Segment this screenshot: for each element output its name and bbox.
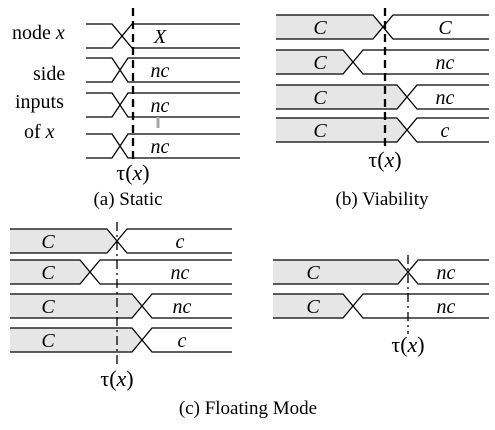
- row-c1-left-value: C: [41, 231, 55, 253]
- row-c6-shade: [273, 294, 353, 318]
- row-c6-right-value: nc: [437, 296, 456, 318]
- side-input-3-value: nc: [151, 136, 170, 158]
- row-c2-shade: [10, 260, 90, 284]
- side-label-line3: of x: [24, 121, 55, 143]
- node-x-value: X: [153, 26, 167, 48]
- caption-c: (c) Floating Mode: [179, 398, 317, 419]
- row-b4-waveform: [276, 117, 489, 143]
- side-input-2-value: nc: [151, 95, 170, 117]
- node-x-waveform: [86, 23, 240, 49]
- panel-b-viability: C C C C C nc nc c τ(x) (b) Viability: [276, 8, 489, 210]
- row-b2-left-value: C: [313, 52, 327, 74]
- tau-label: τ(x): [116, 160, 149, 185]
- row-c2-waveform: [10, 259, 232, 285]
- row-b3-waveform: [276, 84, 489, 110]
- side-label-line2: inputs: [15, 91, 64, 113]
- side-input-3-waveform: [86, 133, 240, 159]
- panel-c-right: C C nc nc τ(x): [273, 255, 489, 357]
- caption-a: (a) Static: [93, 189, 162, 210]
- row-c2-left-value: C: [41, 262, 55, 284]
- row-b1-shade: [276, 15, 383, 39]
- row-c2-right-value: nc: [171, 262, 190, 284]
- caption-b: (b) Viability: [336, 189, 429, 210]
- row-b2-waveform: [276, 49, 489, 75]
- row-c5-waveform: [273, 259, 489, 285]
- row-b1-left-value: C: [313, 17, 327, 39]
- row-b1-right-value: C: [438, 17, 452, 39]
- panel-c-left: C C C C c nc nc c τ(x): [10, 222, 232, 391]
- row-c1-right-value: c: [176, 231, 185, 253]
- side-input-2-waveform: [86, 92, 240, 118]
- row-b4-left-value: C: [313, 120, 327, 142]
- row-c3-waveform: [10, 293, 232, 319]
- side-input-1-waveform: [86, 57, 240, 83]
- tau-label: τ(x): [368, 147, 401, 172]
- row-b2-right-value: nc: [436, 52, 455, 74]
- row-c5-left-value: C: [306, 262, 320, 284]
- row-c3-shade: [10, 294, 142, 318]
- side-label-line1: side: [33, 63, 65, 85]
- row-c3-right-value: nc: [173, 296, 192, 318]
- row-b3-right-value: nc: [436, 87, 455, 109]
- row-b3-shade: [276, 85, 407, 109]
- row-c4-waveform: [10, 327, 232, 353]
- row-b4-right-value: c: [441, 120, 450, 142]
- tau-label: τ(x): [391, 332, 424, 357]
- row-c5-shade: [273, 260, 408, 284]
- side-input-1-value: nc: [151, 60, 170, 82]
- row-c4-left-value: C: [41, 330, 55, 352]
- row-c4-right-value: c: [178, 330, 187, 352]
- row-c4-shade: [10, 328, 142, 352]
- row-b2-shade: [276, 50, 353, 74]
- row-b4-shade: [276, 118, 407, 142]
- row-c3-left-value: C: [41, 296, 55, 318]
- panel-a-static: node x side inputs of x X nc nc nc τ(x) …: [12, 8, 240, 210]
- row-c6-left-value: C: [306, 296, 320, 318]
- row-b3-left-value: C: [313, 87, 327, 109]
- row-c5-right-value: nc: [437, 262, 456, 284]
- row-c1-shade: [10, 229, 117, 253]
- tau-label: τ(x): [100, 366, 133, 391]
- row-b1-waveform: [276, 14, 489, 40]
- row-c6-waveform: [273, 293, 489, 319]
- node-x-label: node x: [12, 22, 65, 44]
